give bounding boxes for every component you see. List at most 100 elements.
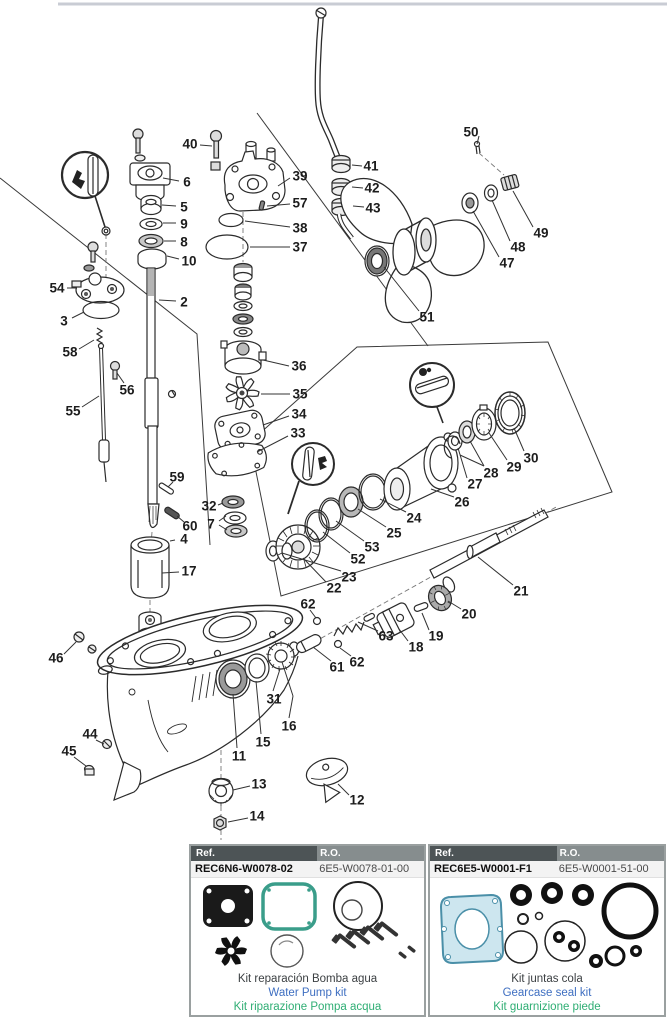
callout-19: 19 bbox=[428, 629, 443, 644]
callout-16: 16 bbox=[281, 719, 297, 734]
kit-caption-line-1: Kit juntas cola bbox=[511, 973, 583, 985]
ro-label: R.O. bbox=[317, 846, 424, 861]
pump-bolt-40 bbox=[209, 129, 223, 171]
water-pump-housing-39 bbox=[223, 140, 286, 212]
callout-54: 54 bbox=[49, 281, 65, 296]
water-pump-kit-art bbox=[203, 881, 416, 968]
callout-48: 48 bbox=[510, 240, 526, 255]
callout-32: 32 bbox=[201, 499, 216, 514]
callout-58: 58 bbox=[62, 345, 78, 360]
leader-line-2 bbox=[158, 299, 177, 302]
leader-line-57 bbox=[266, 203, 291, 207]
oring-37 bbox=[205, 234, 249, 260]
callout-60: 60 bbox=[182, 519, 197, 534]
water-pump-kit-photo bbox=[191, 878, 424, 972]
leader-line-10 bbox=[166, 255, 180, 260]
callout-45: 45 bbox=[61, 744, 77, 759]
callout-23: 23 bbox=[341, 570, 357, 585]
washer-48 bbox=[483, 184, 499, 202]
leader-line-15 bbox=[255, 680, 262, 735]
gearcase-housing bbox=[96, 604, 304, 801]
leader-line-32 bbox=[217, 502, 224, 506]
leader-line-23 bbox=[281, 552, 342, 572]
forward-gear-22 bbox=[275, 524, 321, 570]
oring-38 bbox=[218, 212, 244, 228]
leader-line-59 bbox=[167, 481, 174, 488]
leader-line-52 bbox=[322, 531, 351, 554]
callout-52: 52 bbox=[350, 552, 365, 567]
leader-line-16 bbox=[288, 695, 294, 719]
leader-line-3 bbox=[71, 311, 85, 319]
leader-line-27 bbox=[457, 447, 468, 479]
leader-line-24 bbox=[379, 498, 407, 513]
anode-screws-46 bbox=[73, 631, 97, 654]
clip-60 bbox=[164, 506, 180, 520]
magnifier-carrier bbox=[409, 362, 455, 424]
leader-line-14 bbox=[227, 817, 249, 823]
callout-42: 42 bbox=[364, 181, 379, 196]
callout-35: 35 bbox=[292, 387, 308, 402]
leader-line-4 bbox=[169, 539, 176, 542]
impeller-35 bbox=[225, 376, 260, 411]
callout-3: 3 bbox=[60, 314, 68, 329]
pump-base-36 bbox=[220, 340, 267, 375]
clutch-dog-18 bbox=[372, 602, 415, 638]
callout-39: 39 bbox=[292, 169, 307, 184]
leader-line-12 bbox=[337, 783, 350, 796]
leader-line-7 bbox=[218, 524, 228, 531]
callout-41: 41 bbox=[363, 159, 379, 174]
leader-line-44 bbox=[95, 739, 105, 745]
leader-line-17 bbox=[161, 571, 180, 574]
callout-18: 18 bbox=[408, 640, 424, 655]
leader-line-42 bbox=[351, 186, 364, 189]
callout-2: 2 bbox=[180, 295, 188, 310]
oring-24 bbox=[358, 473, 388, 511]
leader-line-47 bbox=[472, 210, 500, 258]
leader-line-45 bbox=[73, 756, 87, 767]
leader-line-48 bbox=[491, 199, 511, 242]
lock-washer-29 bbox=[471, 404, 497, 441]
leader-line-22 bbox=[302, 557, 327, 583]
callout-47: 47 bbox=[499, 256, 514, 271]
leader-line-28 bbox=[469, 440, 485, 467]
leader-line-43 bbox=[352, 205, 365, 208]
bearing-25 bbox=[338, 486, 364, 518]
propeller bbox=[340, 177, 485, 324]
callout-24: 24 bbox=[406, 511, 422, 526]
pump-plate-34 bbox=[214, 409, 266, 451]
leader-line-38 bbox=[244, 220, 291, 228]
callout-55: 55 bbox=[65, 404, 81, 419]
callout-17: 17 bbox=[181, 564, 196, 579]
ro-number: 6E5-W0078-01-00 bbox=[319, 863, 410, 875]
shift-cam-54 bbox=[71, 241, 125, 304]
pin-59 bbox=[158, 482, 174, 495]
seal-8 bbox=[138, 233, 164, 249]
plunger-61 bbox=[295, 634, 322, 654]
ro-number: 6E5-W0001-51-00 bbox=[558, 863, 649, 875]
callout-5: 5 bbox=[180, 200, 188, 215]
callout-62: 62 bbox=[300, 597, 315, 612]
gearcase-seal-kit-photo bbox=[430, 878, 664, 972]
callout-61: 61 bbox=[329, 660, 345, 675]
leader-line-50 bbox=[476, 135, 480, 145]
leader-line-62 bbox=[339, 647, 352, 657]
reverse-gear-20 bbox=[427, 576, 456, 612]
callout-numbers: 4065981025435856553957383741424350494847… bbox=[48, 125, 548, 824]
bolt-56 bbox=[109, 360, 121, 380]
washer-47 bbox=[461, 192, 479, 214]
callout-59: 59 bbox=[169, 470, 184, 485]
callout-4: 4 bbox=[180, 532, 188, 547]
leader-line-40 bbox=[199, 144, 213, 147]
callout-50: 50 bbox=[463, 125, 478, 140]
callout-56: 56 bbox=[119, 383, 135, 398]
callout-13: 13 bbox=[251, 777, 267, 792]
callout-11: 11 bbox=[232, 749, 247, 764]
leader-line-20 bbox=[447, 600, 462, 610]
leader-line-25 bbox=[357, 508, 387, 528]
sleeve-4 bbox=[130, 536, 170, 599]
callout-43: 43 bbox=[365, 201, 381, 216]
leader-line-51 bbox=[383, 266, 420, 312]
leader-line-55 bbox=[81, 395, 100, 408]
callout-20: 20 bbox=[461, 607, 476, 622]
